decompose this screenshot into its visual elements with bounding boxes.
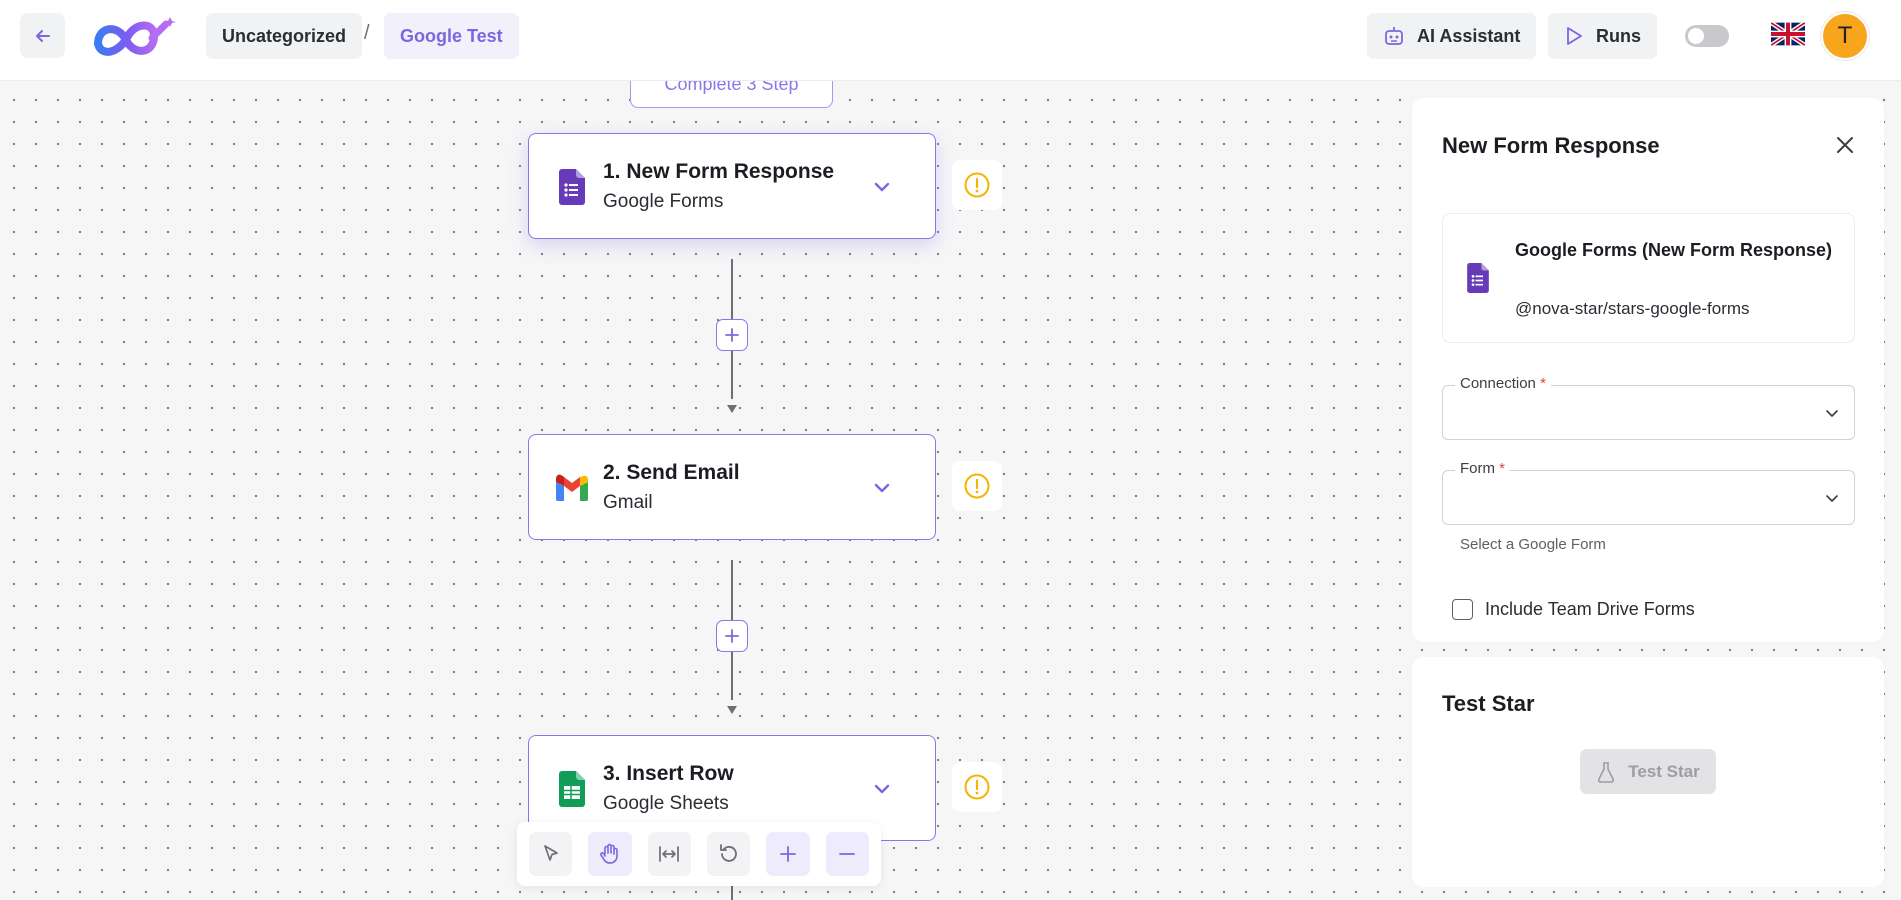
gmail-icon	[553, 469, 591, 507]
uk-flag-icon[interactable]	[1771, 21, 1805, 47]
step-subtitle: Google Forms	[603, 191, 724, 212]
step-3-warning[interactable]	[952, 762, 1002, 812]
plus-icon	[725, 629, 739, 643]
step-title: 1. New Form Response	[603, 160, 835, 183]
connector-arrow	[727, 405, 737, 413]
hand-tool-button[interactable]	[588, 832, 632, 876]
step-card-2[interactable]: 2. Send Email Gmail	[528, 434, 936, 540]
connector-arrow	[727, 706, 737, 714]
runs-label: Runs	[1596, 25, 1641, 46]
back-button[interactable]	[20, 13, 65, 58]
reset-view-button[interactable]	[706, 832, 751, 876]
step-title: 2. Send Email	[603, 461, 740, 484]
step-subtitle: Google Sheets	[603, 793, 729, 814]
user-avatar[interactable]: T	[1821, 12, 1869, 60]
add-step-button[interactable]	[716, 319, 748, 351]
zoom-out-icon	[839, 853, 856, 855]
breadcrumb-separator: /	[364, 22, 370, 44]
pointer-icon	[543, 845, 558, 861]
robot-icon	[1385, 27, 1403, 45]
fit-width-icon	[659, 846, 680, 862]
google-forms-icon	[1467, 263, 1489, 293]
top-header: Uncategorized / Google Test AI Assistant…	[0, 0, 1901, 81]
canvas-toolbar	[517, 822, 881, 886]
ai-assistant-button[interactable]: AI Assistant	[1367, 13, 1537, 59]
connection-select[interactable]: Connection *	[1442, 375, 1855, 440]
step-card-1[interactable]: 1. New Form Response Google Forms	[528, 133, 936, 239]
form-hint: Select a Google Form	[1460, 536, 1606, 553]
reset-icon	[719, 844, 737, 862]
form-label: Form *	[1455, 460, 1511, 477]
warning-icon	[964, 473, 990, 499]
chevron-down-icon	[1826, 410, 1838, 417]
hand-icon	[600, 843, 618, 864]
pointer-tool-button[interactable]	[529, 832, 573, 876]
step-1-warning[interactable]	[952, 160, 1002, 210]
chevron-down-icon[interactable]	[869, 475, 895, 501]
test-panel-title: Test Star	[1442, 691, 1535, 716]
test-star-label: Test Star	[1628, 761, 1700, 781]
flask-icon	[1598, 761, 1615, 783]
add-step-button[interactable]	[716, 620, 748, 652]
arrow-left-icon	[35, 29, 50, 42]
chevron-down-icon	[1826, 495, 1838, 502]
zoom-in-button[interactable]	[766, 832, 810, 876]
step-settings-panel: New Form Response Google Forms (New Form…	[1412, 98, 1884, 642]
close-icon[interactable]	[1832, 132, 1858, 158]
fit-width-button[interactable]	[647, 832, 691, 876]
theme-toggle[interactable]	[1685, 25, 1729, 47]
ai-assistant-label: AI Assistant	[1417, 25, 1521, 46]
breadcrumb-google-test[interactable]: Google Test	[384, 13, 519, 59]
panel-title: New Form Response	[1442, 133, 1660, 158]
chevron-down-icon[interactable]	[869, 776, 895, 802]
runs-button[interactable]: Runs	[1548, 13, 1657, 59]
team-drive-label: Include Team Drive Forms	[1485, 599, 1695, 619]
play-icon	[1567, 27, 1582, 45]
test-star-panel: Test Star Test Star	[1412, 657, 1884, 887]
form-select[interactable]: Form *	[1442, 460, 1855, 525]
breadcrumb-uncategorized[interactable]: Uncategorized	[206, 13, 363, 59]
step-subtitle: Gmail	[603, 492, 653, 513]
plus-icon	[725, 328, 739, 342]
connection-label: Connection *	[1455, 375, 1551, 392]
zoom-in-icon	[780, 846, 796, 862]
team-drive-row[interactable]: Include Team Drive Forms	[1452, 599, 1695, 620]
zoom-out-button[interactable]	[825, 832, 869, 876]
team-drive-checkbox[interactable]	[1452, 599, 1473, 620]
google-forms-icon	[553, 168, 591, 206]
step-title: 3. Insert Row	[603, 762, 734, 785]
app-logo	[92, 14, 178, 62]
trigger-card: Google Forms (New Form Response) @nova-s…	[1442, 213, 1855, 343]
google-sheets-icon	[553, 770, 591, 808]
trigger-package: @nova-star/stars-google-forms	[1515, 299, 1750, 318]
test-star-button[interactable]: Test Star	[1580, 749, 1716, 794]
warning-icon	[964, 774, 990, 800]
trigger-name: Google Forms (New Form Response)	[1515, 240, 1833, 260]
chevron-down-icon[interactable]	[869, 174, 895, 200]
step-2-warning[interactable]	[952, 461, 1002, 511]
warning-icon	[964, 172, 990, 198]
